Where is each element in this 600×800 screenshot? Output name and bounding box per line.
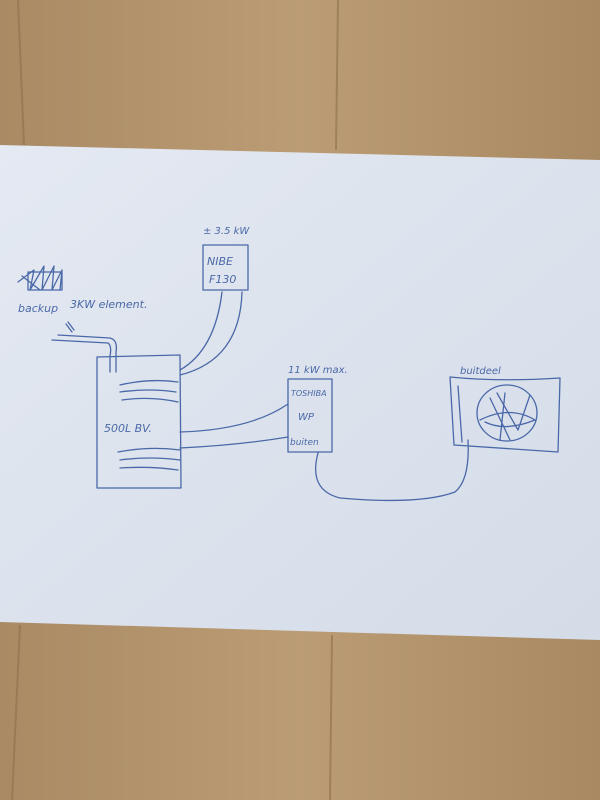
backup-element: backup 3KW element. — [17, 265, 147, 373]
toshiba-power-label: 11 kW max. — [288, 365, 348, 376]
toshiba-name: TOSHIBA — [291, 389, 327, 398]
nibe-name: NIBE — [207, 255, 233, 268]
tank-label: 500L BV. — [104, 422, 152, 435]
nibe-power-label: ± 3.5 kW — [203, 226, 250, 237]
toshiba-heat-pump: 11 kW max. TOSHIBA WP buiten — [179, 365, 469, 502]
toshiba-outdoor: buiten — [290, 438, 319, 448]
nibe-f130-unit: ± 3.5 kW NIBE F130 — [179, 226, 250, 376]
toshiba-wp: WP — [298, 412, 315, 423]
nibe-model: F130 — [209, 273, 236, 286]
outdoor-label: buitdeel — [460, 366, 501, 377]
tank-500l: 500L BV. — [96, 354, 182, 489]
element-label: 3KW element. — [70, 298, 147, 311]
outdoor-unit: buitdeel — [449, 366, 561, 453]
floor-plank-seams — [11, 0, 339, 800]
paper-sheet — [0, 145, 600, 640]
backup-label: backup — [18, 302, 58, 315]
